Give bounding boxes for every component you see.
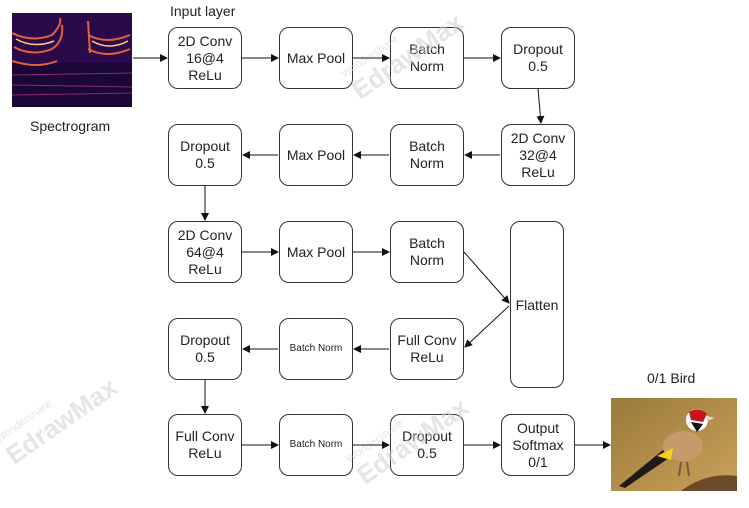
dropout-box-1: Dropout 0.5 bbox=[501, 27, 575, 89]
bird-image bbox=[611, 398, 737, 491]
dropout-box-4: Dropout 0.5 bbox=[390, 414, 464, 476]
batchnorm-box-4: Batch Norm bbox=[279, 318, 353, 380]
output-label: 0/1 Bird bbox=[647, 370, 696, 386]
flatten-box: Flatten bbox=[510, 221, 564, 388]
dropout-box-3: Dropout 0.5 bbox=[168, 318, 242, 380]
spectrogram-image bbox=[11, 13, 133, 107]
input-layer-label: Input layer bbox=[170, 3, 236, 19]
batchnorm-box-1: Batch Norm bbox=[390, 27, 464, 89]
conv2d-16-box: 2D Conv 16@4 ReLu bbox=[168, 27, 242, 89]
output-softmax-box: Output Softmax 0/1 bbox=[501, 414, 575, 476]
spectrogram-label: Spectrogram bbox=[30, 118, 111, 134]
full-conv-box-2: Full Conv ReLu bbox=[168, 414, 242, 476]
maxpool-box-2: Max Pool bbox=[279, 124, 353, 186]
dropout-box-2: Dropout 0.5 bbox=[168, 124, 242, 186]
batchnorm-box-2: Batch Norm bbox=[390, 124, 464, 186]
arrow-flatten-to-fullconv bbox=[464, 305, 510, 348]
conv2d-32-box: 2D Conv 32@4 ReLu bbox=[501, 124, 575, 186]
maxpool-box-3: Max Pool bbox=[279, 221, 353, 283]
conv2d-64-box: 2D Conv 64@4 ReLu bbox=[168, 221, 242, 283]
maxpool-box-1: Max Pool bbox=[279, 27, 353, 89]
batchnorm-box-5: Batch Norm bbox=[279, 414, 353, 476]
arrow-bn-to-flatten bbox=[463, 251, 510, 304]
arrow-r1-down bbox=[536, 88, 545, 124]
full-conv-box-1: Full Conv ReLu bbox=[390, 318, 464, 380]
batchnorm-box-3: Batch Norm bbox=[390, 221, 464, 283]
